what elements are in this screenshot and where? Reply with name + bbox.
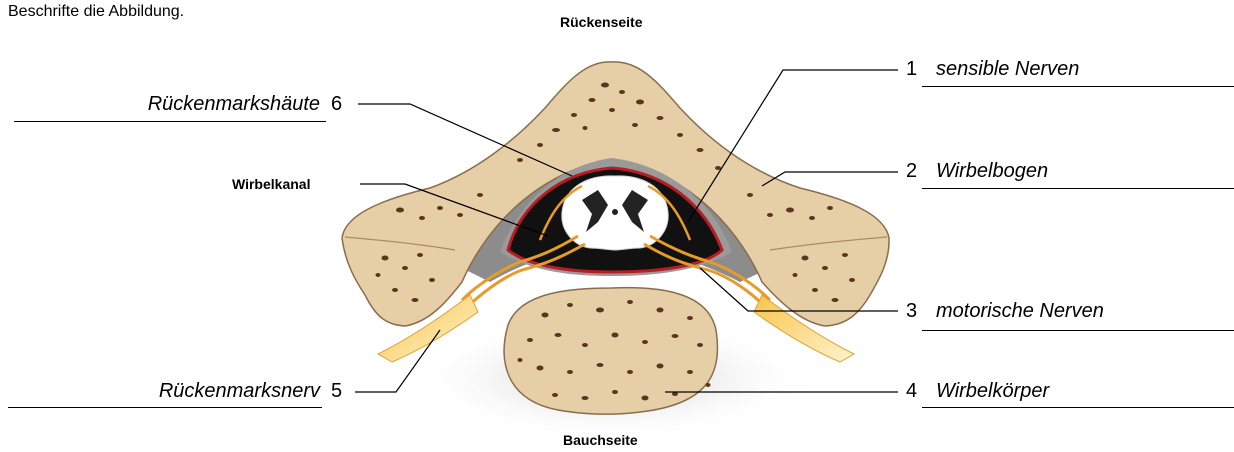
label-1-answer-line	[922, 86, 1234, 87]
label-5-number: 5	[331, 380, 342, 403]
label-2-number: 2	[906, 160, 917, 183]
label-6-number: 6	[331, 93, 342, 116]
label-2-answer[interactable]: Wirbelbogen	[936, 160, 1048, 183]
label-1-answer[interactable]: sensible Nerven	[936, 58, 1079, 81]
label-6-answer[interactable]: Rückenmarkshäute	[148, 93, 320, 116]
label-5-answer-line	[8, 407, 322, 408]
label-2-answer-line	[922, 188, 1234, 189]
label-4-answer[interactable]: Wirbelkörper	[936, 380, 1049, 403]
label-3-answer[interactable]: motorische Nerven	[936, 300, 1104, 323]
canal-label: Wirbelkanal	[232, 176, 310, 192]
label-1-number: 1	[906, 58, 917, 81]
label-5-answer[interactable]: Rückenmarksnerv	[159, 380, 320, 403]
label-4-number: 4	[906, 380, 917, 403]
label-3-number: 3	[906, 300, 917, 323]
label-6-answer-line	[14, 121, 326, 122]
label-3-answer-line	[922, 330, 1234, 331]
label-4-answer-line	[922, 407, 1234, 408]
central-canal	[612, 209, 618, 215]
vertebral-body-shape	[504, 288, 717, 415]
